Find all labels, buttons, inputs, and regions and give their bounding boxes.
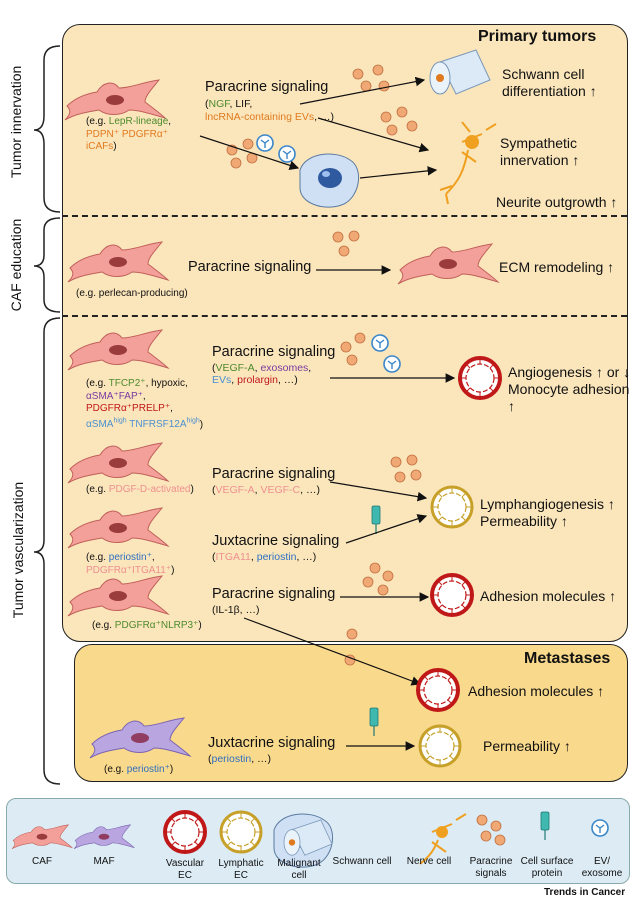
innervation-factors: (NGF, LIF, xyxy=(205,98,253,110)
vascular-ec-icon xyxy=(458,356,502,400)
meta-factors: (periostin, …) xyxy=(208,753,272,765)
section-divider xyxy=(62,315,627,317)
schwann-cell-icon xyxy=(429,49,491,95)
vasc4-signal-label: Paracrine signaling xyxy=(212,586,336,602)
primary-tumors-title: Primary tumors xyxy=(478,28,597,45)
outcome-meta-adhesion: Adhesion molecules ↑ xyxy=(468,683,605,699)
caf-cell-icon xyxy=(64,79,166,121)
legend-cell-surface-protein: Cell surface protein xyxy=(520,856,574,879)
lymphatic-ec-icon xyxy=(430,485,474,529)
side-brackets xyxy=(33,45,61,785)
innervation-signal-label: Paracrine signaling xyxy=(205,79,329,95)
vasc3-signal-label: Juxtacrine signaling xyxy=(212,533,340,549)
vasc2-factors: (VEGF-A, VEGF-C, …) xyxy=(212,484,320,496)
education-example: (e.g. perlecan-producing) xyxy=(76,288,188,299)
legend-vascular-ec: Vascular EC xyxy=(165,858,205,881)
outcome-neurite: Neurite outgrowth ↑ xyxy=(496,194,618,210)
outcome-ecm: ECM remodeling ↑ xyxy=(499,259,615,275)
metastases-panel xyxy=(74,644,628,782)
vasc3-factors: (ITGA11, periostin, …) xyxy=(212,551,317,563)
outcome-adhesion: Adhesion molecules ↑ xyxy=(480,588,617,604)
legend-malignant-cell: Malignant cell xyxy=(277,858,321,881)
vasc2-example: (e.g. PDGF-D-activated) xyxy=(86,484,194,495)
meta-example: (e.g. periostin⁺) xyxy=(104,764,174,775)
vasc1-factors: (VEGF-A, exosomes, xyxy=(212,362,312,374)
education-signal-label: Paracrine signaling xyxy=(188,259,312,275)
vasc4-factors: (IL-1β, …) xyxy=(212,604,260,616)
vasc1-example: (e.g. TFCP2⁺, hypoxic,αSMA⁺FAP⁺,PDGFRα⁺P… xyxy=(86,378,204,430)
legend-paracrine-signals: Paracrine signals xyxy=(469,856,513,879)
vasc4-example: (e.g. PDGFRα⁺NLRP3⁺) xyxy=(92,620,202,631)
metastases-title: Metastases xyxy=(524,650,611,667)
innervation-example: (e.g. LepR-lineage,PDPN⁺ PDGFRα⁺iCAFs) xyxy=(86,116,172,152)
legend-ev-exosome: EV/ exosome xyxy=(581,856,623,879)
vasc1-signal-label: Paracrine signaling xyxy=(212,344,336,360)
vasc3-example: (e.g. periostin⁺,PDGFRα⁺ITGA11⁺) xyxy=(86,552,175,576)
legend-maf: MAF xyxy=(93,856,115,867)
legend-nerve-cell: Nerve cell xyxy=(406,856,452,867)
section-divider xyxy=(62,215,627,217)
legend-schwann-cell: Schwann cell xyxy=(332,856,392,867)
outcome-meta-permeability: Permeability ↑ xyxy=(483,738,571,754)
meta-signal-label: Juxtacrine signaling xyxy=(208,735,336,751)
outcome-lymphangiogenesis: Lymphangiogenesis ↑Permeability ↑ xyxy=(480,496,615,529)
legend-lymphatic-ec: Lymphatic EC xyxy=(218,858,264,881)
vasc2-signal-label: Paracrine signaling xyxy=(212,466,336,482)
malignant-cell-icon xyxy=(299,153,359,208)
journal-credit: Trends in Cancer xyxy=(544,887,626,898)
nerve-cell-icon xyxy=(439,121,497,205)
legend-caf: CAF xyxy=(32,856,52,867)
outcome-angiogenesis: Angiogenesis ↑ or ↓Monocyte adhesion ↑ xyxy=(508,364,631,414)
